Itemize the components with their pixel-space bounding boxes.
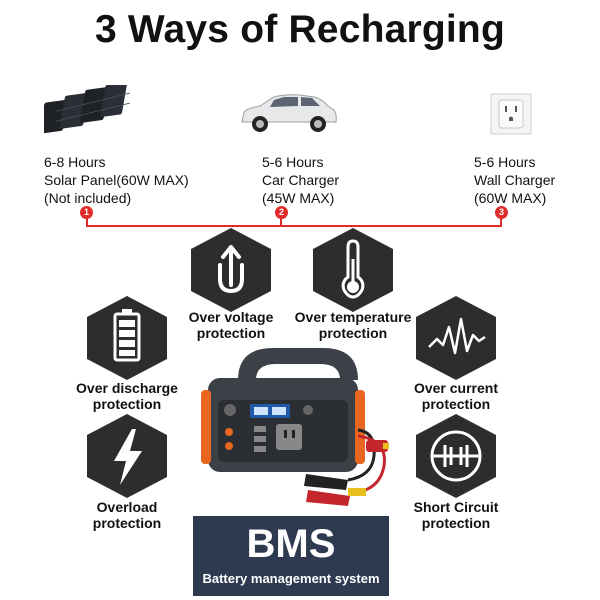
method-car-name: Car Charger bbox=[262, 172, 340, 188]
method-solar-name: Solar Panel(60W MAX) bbox=[44, 172, 189, 188]
method-solar: 6-8 Hours Solar Panel(60W MAX) (Not incl… bbox=[44, 153, 189, 207]
short-circuit-label: Short Circuit protection bbox=[413, 499, 499, 531]
lightning-icon bbox=[114, 429, 142, 485]
car-icon bbox=[241, 94, 337, 132]
thermometer-icon bbox=[341, 239, 365, 299]
timeline-tick-2 bbox=[280, 216, 282, 227]
bms-subtitle: Battery management system bbox=[202, 571, 380, 586]
method-wall-time: 5-6 Hours bbox=[474, 154, 536, 170]
method-wall: 5-6 Hours Wall Charger (60W MAX) bbox=[474, 153, 555, 207]
method-car: 5-6 Hours Car Charger (45W MAX) bbox=[262, 153, 339, 207]
wall-outlet-icon bbox=[490, 93, 532, 135]
solar-panel-icon bbox=[44, 85, 130, 134]
method-car-note: (45W MAX) bbox=[262, 190, 335, 206]
current-wave-icon bbox=[428, 317, 486, 355]
step-badge-1: 1 bbox=[80, 206, 93, 219]
timeline-line bbox=[87, 225, 502, 227]
timeline-tick-3 bbox=[500, 216, 502, 227]
power-station-image bbox=[201, 348, 389, 506]
battery-icon bbox=[113, 309, 141, 362]
over-current-hex bbox=[416, 296, 496, 380]
u-turn-arrow-icon bbox=[218, 245, 244, 293]
page-title: 3 Ways of Recharging bbox=[95, 8, 505, 51]
over-discharge-hex bbox=[87, 296, 167, 380]
overload-hex bbox=[87, 414, 167, 498]
timeline-tick-1 bbox=[86, 216, 88, 227]
bms-title: BMS bbox=[246, 522, 336, 566]
short-circuit-hex bbox=[416, 414, 496, 498]
method-solar-time: 6-8 Hours bbox=[44, 154, 106, 170]
over-discharge-label: Over discharge protection bbox=[76, 380, 178, 412]
step-badge-3: 3 bbox=[495, 206, 508, 219]
bms-panel bbox=[193, 516, 389, 596]
method-solar-note: (Not included) bbox=[44, 190, 132, 206]
over-voltage-hex bbox=[191, 228, 271, 312]
short-circuit-icon bbox=[430, 430, 482, 482]
step-badge-2: 2 bbox=[275, 206, 288, 219]
over-voltage-label: Over voltage protection bbox=[188, 309, 274, 341]
over-temperature-label: Over temperature protection bbox=[294, 309, 412, 341]
method-wall-name: Wall Charger bbox=[474, 172, 556, 188]
method-car-time: 5-6 Hours bbox=[262, 154, 324, 170]
overload-label: Overload protection bbox=[92, 499, 162, 531]
method-wall-note: (60W MAX) bbox=[474, 190, 547, 206]
over-current-label: Over current protection bbox=[413, 380, 499, 412]
over-temperature-hex bbox=[313, 228, 393, 312]
